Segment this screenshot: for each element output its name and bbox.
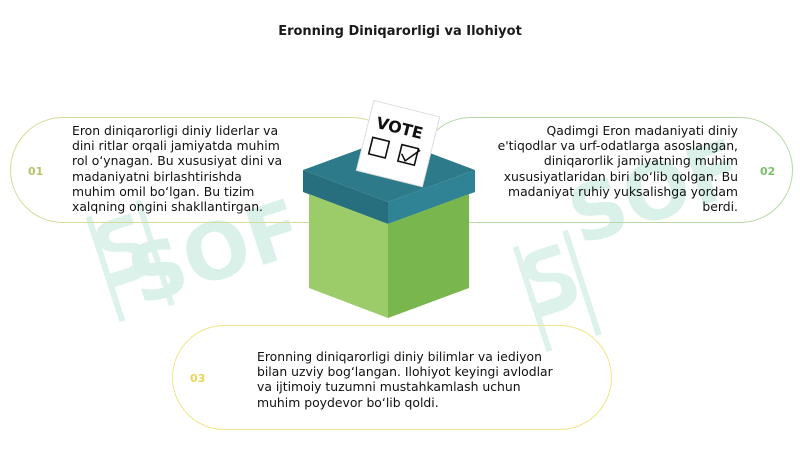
item-text-1: Eron diniqarorligi diniy liderlar va din… [72,123,283,215]
item-number-2: 02 [760,165,776,178]
item-capsule-3 [172,325,612,430]
item-number-3: 03 [190,372,206,385]
ballot-box-side-right [388,194,469,318]
ballot-checkbox-empty [367,136,391,159]
item-text-2: Qadimgi Eron madaniyati diniy e'tiqodlar… [497,123,738,215]
ballot-box-illustration: VOTE [303,100,475,318]
ballot-box-side-left [309,194,388,318]
check-icon [400,149,421,163]
page-title: Eronning Diniqarorligi va Ilohiyot [278,24,522,39]
ballot-box-lid-right [388,170,475,224]
item-number-1: 01 [28,165,44,178]
item-text-3: Eronning diniqarorligi diniy bilimlar va… [257,349,553,410]
ballot-paper: VOTE [355,100,441,188]
ballot-box-lid-left [303,170,388,224]
ballot-checkbox-checked [396,143,420,167]
